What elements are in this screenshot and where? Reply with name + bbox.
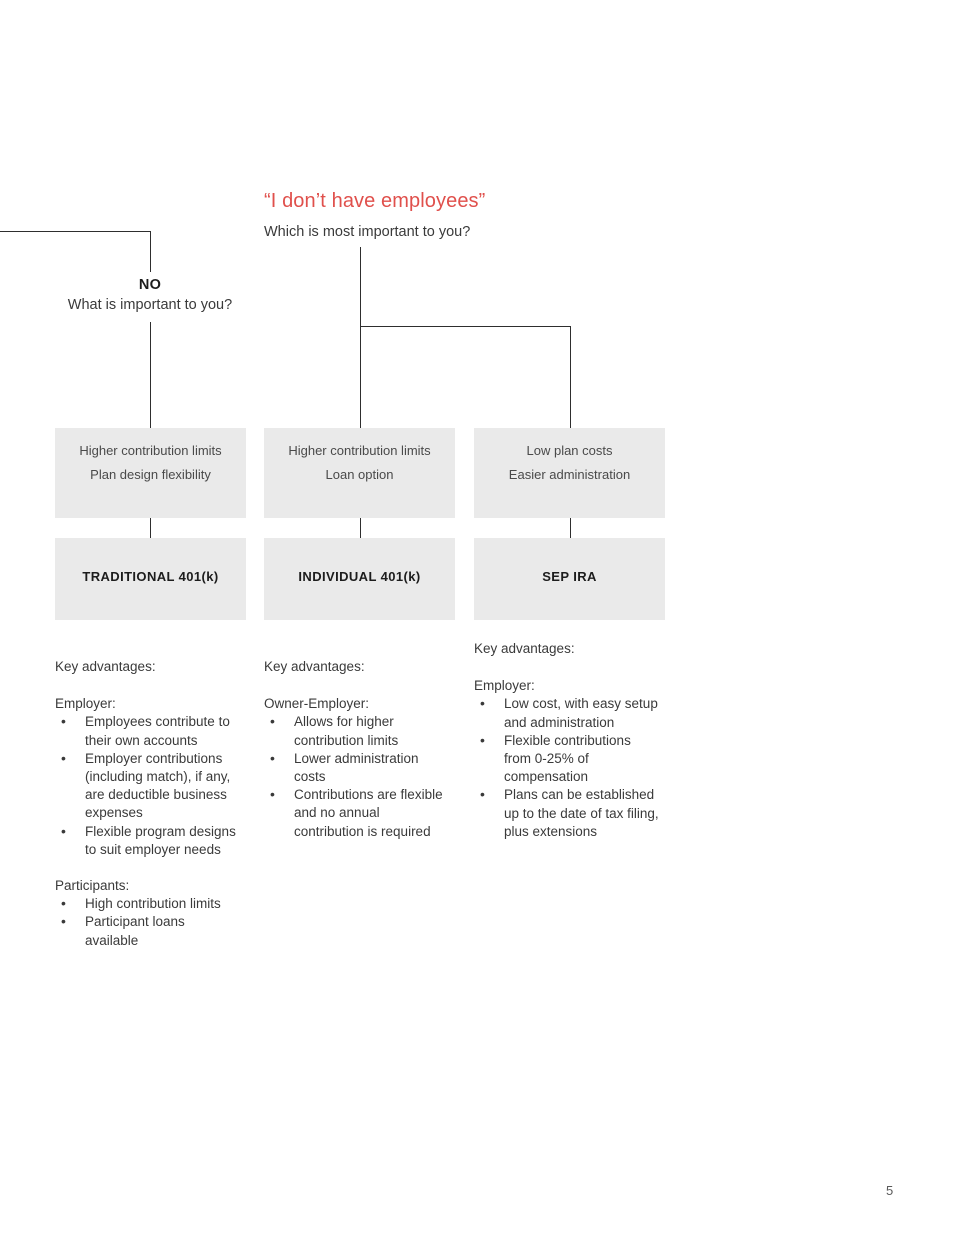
criteria-box-individual-401k[interactable]: Higher contribution limits Loan option <box>264 428 455 518</box>
plan-title: INDIVIDUAL 401(k) <box>298 569 421 584</box>
connector-stub-col1 <box>150 518 151 538</box>
page-number: 5 <box>886 1183 894 1198</box>
advantages-list: Low cost, with easy setup and administra… <box>474 694 659 841</box>
advantages-group-label: Employer: <box>474 678 535 694</box>
list-item: Employer contributions (including match)… <box>55 749 240 823</box>
advantages-heading: Key advantages: <box>55 659 156 674</box>
advantages-sep-ira: Key advantages: Employer: Low cost, with… <box>474 640 659 841</box>
no-branch-question: What is important to you? <box>67 297 233 313</box>
list-item: High contribution limits <box>55 894 240 913</box>
criteria-box-sep-ira[interactable]: Low plan costs Easier administration <box>474 428 665 518</box>
advantages-list: High contribution limits Participant loa… <box>55 894 240 950</box>
plan-box-individual-401k[interactable]: INDIVIDUAL 401(k) <box>264 538 455 620</box>
advantages-list: Allows for higher contribution limits Lo… <box>264 712 449 841</box>
plan-title: SEP IRA <box>542 569 597 584</box>
page-subtitle: Which is most important to you? <box>264 224 471 240</box>
connector-stub-col3 <box>570 518 571 538</box>
criteria-line: Higher contribution limits <box>288 443 431 458</box>
plan-title: TRADITIONAL 401(k) <box>82 569 219 584</box>
criteria-box-traditional-401k[interactable]: Higher contribution limits Plan design f… <box>55 428 246 518</box>
list-item: Flexible program designs to suit employe… <box>55 822 240 859</box>
connector-main-stem <box>360 247 361 326</box>
advantages-heading: Key advantages: <box>264 659 365 674</box>
criteria-line: Easier administration <box>508 467 631 482</box>
advantages-list: Employees contribute to their own accoun… <box>55 712 240 859</box>
connector-no-horizontal <box>0 231 150 232</box>
advantages-heading: Key advantages: <box>474 641 575 656</box>
advantages-group-label: Owner-Employer: <box>264 696 370 712</box>
connector-no-vertical-top <box>150 231 151 272</box>
connector-col2-drop <box>360 326 361 428</box>
connector-stub-col2 <box>360 518 361 538</box>
criteria-line: Higher contribution limits <box>79 443 222 458</box>
advantages-group-label: Employer: <box>55 696 116 712</box>
connector-main-branch <box>360 326 570 327</box>
advantages-group-label: Participants: <box>55 878 130 894</box>
plan-box-traditional-401k[interactable]: TRADITIONAL 401(k) <box>55 538 246 620</box>
advantages-traditional-401k: Key advantages: Employer: Employees cont… <box>55 658 240 950</box>
criteria-line: Low plan costs <box>526 443 613 458</box>
list-item: Lower administration costs <box>264 749 449 786</box>
connector-no-vertical-bottom <box>150 322 151 428</box>
list-item: Participant loans available <box>55 912 240 949</box>
page-title: “I don’t have employees” <box>264 190 486 212</box>
criteria-line: Plan design flexibility <box>90 467 211 482</box>
no-branch-label: NO <box>138 277 162 293</box>
list-item: Contributions are flexible and no annual… <box>264 785 449 841</box>
plan-box-sep-ira[interactable]: SEP IRA <box>474 538 665 620</box>
list-item: Allows for higher contribution limits <box>264 712 449 749</box>
list-item: Low cost, with easy setup and administra… <box>474 694 659 731</box>
group-spacer <box>55 859 240 877</box>
list-item: Flexible contributions from 0-25% of com… <box>474 731 659 787</box>
criteria-line: Loan option <box>325 467 394 482</box>
advantages-individual-401k: Key advantages: Owner-Employer: Allows f… <box>264 658 449 841</box>
list-item: Plans can be established up to the date … <box>474 785 659 841</box>
list-item: Employees contribute to their own accoun… <box>55 712 240 749</box>
connector-col3-drop <box>570 326 571 428</box>
